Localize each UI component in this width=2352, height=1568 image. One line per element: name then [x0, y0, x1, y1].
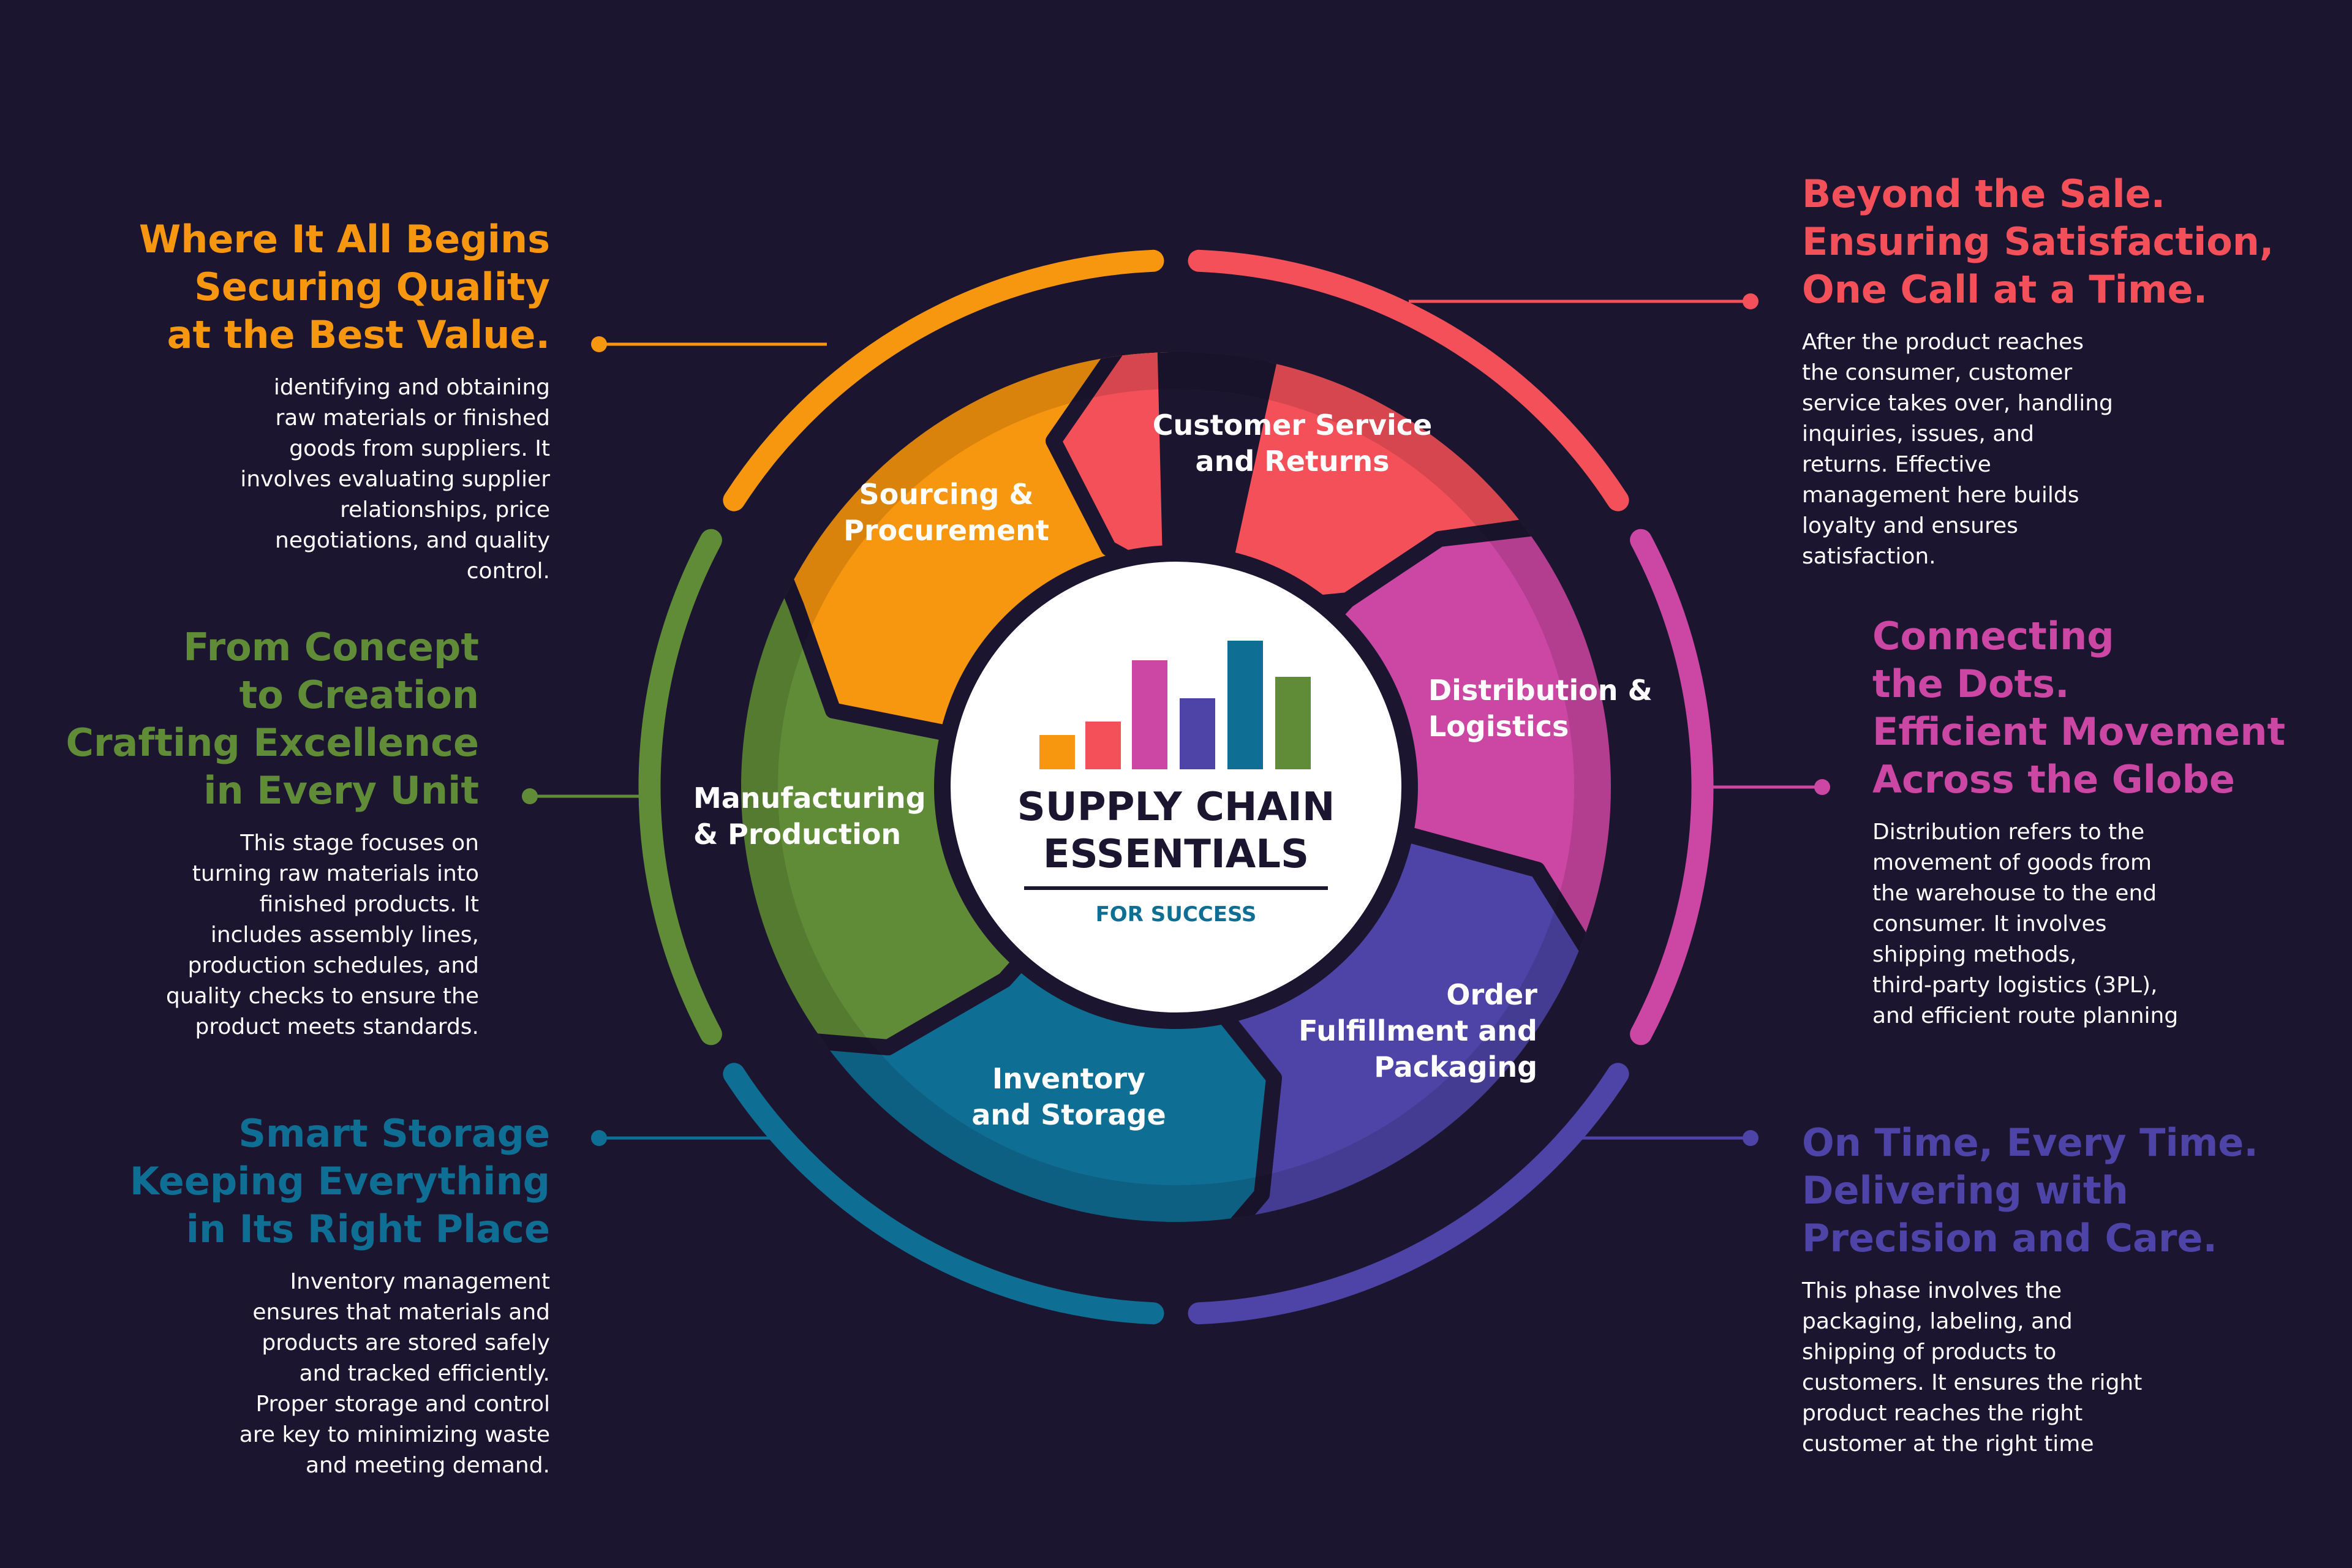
- arc-fulfillment: [1188, 1063, 1629, 1325]
- title-divider: [1024, 886, 1328, 890]
- customer-service-heading: Beyond the Sale.Ensuring Satisfaction,On…: [1802, 172, 2274, 312]
- segment-label-distribution: Distribution & Logistics: [1428, 674, 1653, 743]
- segment-label-inventory: Inventory and Storage: [971, 1062, 1166, 1131]
- outer-ring: [638, 249, 1714, 1325]
- arc-manufacturing: [638, 529, 722, 1046]
- arc-inventory: [723, 1063, 1164, 1325]
- arc-customer-service: [1188, 249, 1629, 511]
- center-title-line1: SUPPLY CHAIN: [1017, 785, 1335, 830]
- segment-label-manufacturing: Manufacturing & Production: [693, 782, 926, 851]
- center-subtitle: FOR SUCCESS: [1095, 902, 1257, 927]
- segment-label-sourcing: Sourcing & Procurement: [843, 478, 1049, 547]
- inner-shade-ring: [741, 352, 1611, 1222]
- center-disc: [951, 562, 1401, 1012]
- segment-label-fulfillment: Order Fulfillment and Packaging: [1298, 978, 1537, 1084]
- customer-service-block: Beyond the Sale.Ensuring Satisfaction,On…: [1802, 170, 2316, 572]
- arc-distribution: [1630, 529, 1714, 1046]
- segment-label-customer-service: Customer Service and Returns: [1152, 409, 1433, 478]
- bar-chart-logo-icon: [1039, 641, 1311, 769]
- connectors: [522, 293, 1830, 1146]
- arc-sourcing: [723, 249, 1164, 511]
- center-title-line2: ESSENTIALS: [1042, 832, 1310, 877]
